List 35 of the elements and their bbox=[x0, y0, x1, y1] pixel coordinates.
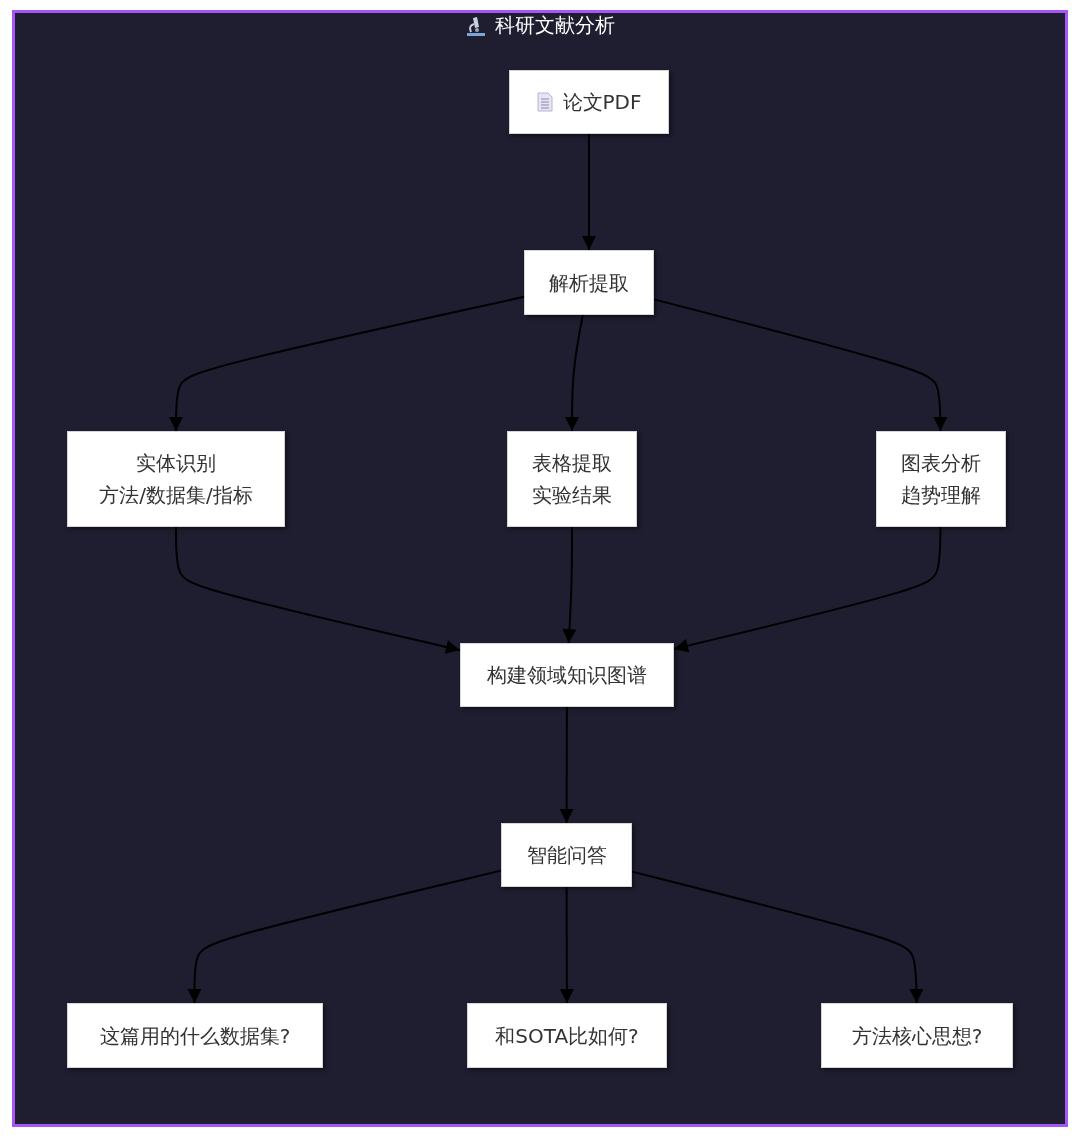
node-label: 智能问答 bbox=[526, 842, 607, 869]
node-label: 图表分析 bbox=[901, 450, 981, 477]
arrow bbox=[582, 133, 596, 251]
arrow bbox=[175, 526, 461, 654]
arrow bbox=[673, 526, 942, 653]
node-label: 实验结果 bbox=[532, 482, 612, 509]
process-box bbox=[67, 1003, 323, 1068]
node-label: 这篇用的什么数据集? bbox=[99, 1022, 291, 1050]
node-label: 表格提取 bbox=[532, 450, 612, 477]
process-box bbox=[467, 1003, 667, 1068]
arrow bbox=[559, 706, 574, 824]
arrow bbox=[565, 314, 584, 432]
process-box bbox=[67, 431, 285, 527]
process-box bbox=[460, 643, 674, 707]
arrow bbox=[631, 870, 924, 1004]
process-box bbox=[524, 250, 654, 315]
node-label: 解析提取 bbox=[549, 269, 629, 297]
process-box bbox=[501, 823, 632, 887]
arrow bbox=[653, 298, 948, 432]
process-box bbox=[509, 70, 669, 134]
arrow bbox=[562, 526, 577, 644]
node-label: 实体识别 bbox=[136, 450, 216, 477]
node-label: 构建领域知识图谱 bbox=[487, 662, 647, 689]
node-label: 趋势理解 bbox=[901, 482, 981, 509]
arrow bbox=[559, 886, 574, 1004]
process-box bbox=[507, 431, 637, 527]
node-label: 方法/数据集/指标 bbox=[99, 482, 253, 509]
node-label: 方法核心思想? bbox=[851, 1022, 983, 1050]
node-label: 论文PDF bbox=[562, 89, 642, 116]
process-box bbox=[821, 1003, 1013, 1068]
arrow bbox=[187, 869, 502, 1004]
diagram-title: 科研文献分析 bbox=[495, 12, 615, 39]
node-label: 和SOTA比如何? bbox=[495, 1022, 639, 1050]
arrow bbox=[169, 295, 525, 432]
process-box bbox=[876, 431, 1006, 527]
